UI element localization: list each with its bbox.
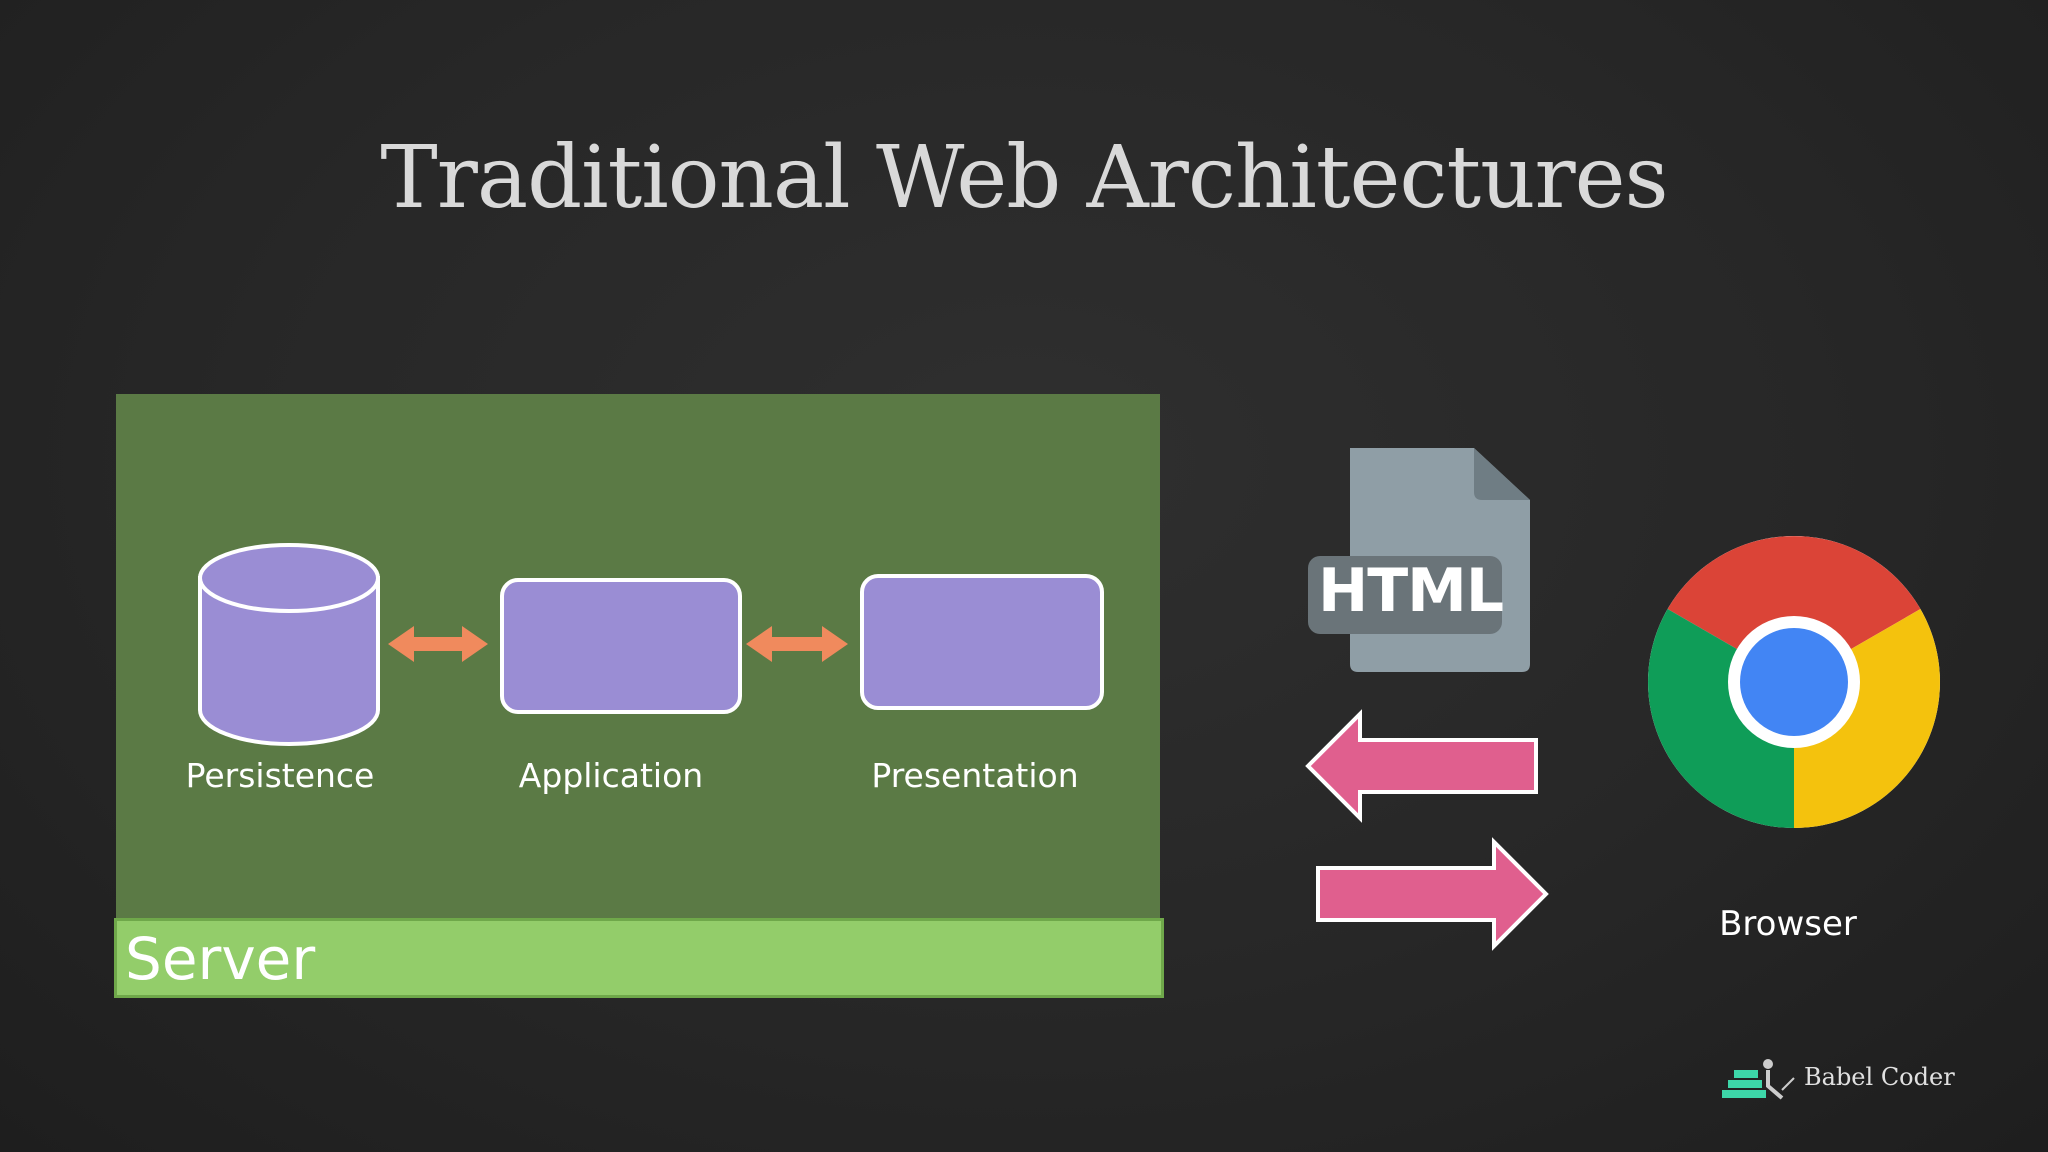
server-label: Server xyxy=(125,925,316,993)
persistence-label: Persistence xyxy=(185,756,375,795)
double-arrow-persistence-application xyxy=(388,626,488,662)
html-file-label: HTML xyxy=(1318,556,1504,626)
server-bar: Server xyxy=(114,918,1164,998)
presentation-label: Presentation xyxy=(871,756,1079,795)
application-box xyxy=(500,578,742,714)
double-arrow-application-presentation xyxy=(746,626,848,662)
presentation-box xyxy=(860,574,1104,710)
request-arrow-right xyxy=(1316,837,1549,951)
application-label: Application xyxy=(518,756,704,795)
browser-label: Browser xyxy=(1719,904,1857,944)
html-file-icon xyxy=(1308,448,1530,672)
chrome-icon xyxy=(1648,536,1940,828)
database-icon xyxy=(198,543,380,746)
babel-coder-logo-text: Babel Coder xyxy=(1804,1063,1955,1091)
slide-title: Traditional Web Architectures xyxy=(380,128,1668,228)
babel-coder-logo-icon xyxy=(1722,1059,1795,1100)
response-arrow-left xyxy=(1305,709,1538,823)
